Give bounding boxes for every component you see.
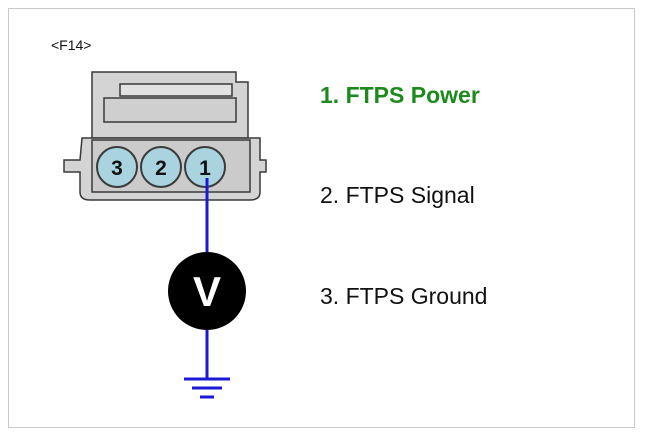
connector-latch bbox=[119, 83, 233, 97]
connector-top-ridge bbox=[103, 97, 237, 123]
pin-2: 2 bbox=[140, 146, 182, 188]
voltmeter-symbol: V bbox=[193, 268, 221, 315]
pin-3: 3 bbox=[96, 146, 138, 188]
pin-1-number: 1 bbox=[199, 157, 211, 180]
connector-id-label: <F14> bbox=[51, 37, 92, 53]
pin-3-label: 3. FTPS Ground bbox=[320, 283, 488, 309]
pin-1-circle bbox=[184, 146, 226, 188]
pin-1: 1 bbox=[184, 146, 226, 188]
voltmeter-icon: V bbox=[168, 252, 246, 330]
pin-2-number: 2 bbox=[155, 157, 167, 180]
voltmeter-circle bbox=[168, 252, 246, 330]
ground-icon bbox=[184, 377, 230, 399]
pin-3-circle bbox=[96, 146, 138, 188]
connector-pins: 3 2 1 bbox=[96, 146, 226, 188]
pin-3-number: 3 bbox=[111, 157, 123, 180]
pin-2-circle bbox=[140, 146, 182, 188]
pin-1-label: 1. FTPS Power bbox=[320, 82, 480, 108]
pin-2-label: 2. FTPS Signal bbox=[320, 182, 475, 208]
